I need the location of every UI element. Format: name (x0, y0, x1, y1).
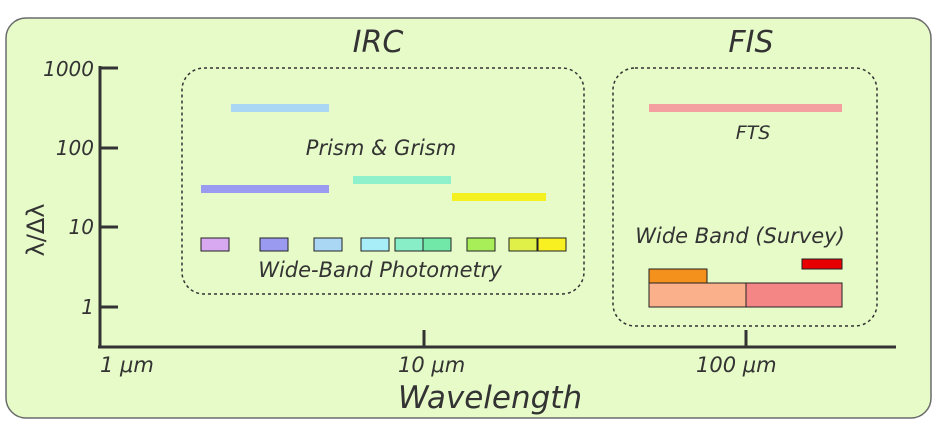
filter-box (200, 237, 230, 252)
wide-band-survey-label: Wide Band (Survey) (635, 224, 845, 248)
x-tick-label-100um: 100 μm (696, 353, 777, 377)
diagram-panel (5, 17, 932, 419)
x-tick-label-10um: 10 μm (398, 353, 465, 377)
survey-band (648, 268, 708, 284)
filter-box (313, 237, 343, 252)
grism-bar-mid (353, 176, 451, 184)
y-axis-label: λ/Δλ (22, 204, 50, 257)
filter-box (259, 237, 289, 252)
prism-bar-bottom (201, 185, 329, 193)
y-tick-label-100: 100 (56, 136, 94, 160)
filter-box (394, 237, 424, 252)
filter-box (508, 237, 538, 252)
filter-box (422, 237, 452, 252)
prism-bar-top (231, 104, 329, 112)
fts-bar (649, 104, 842, 112)
survey-band (648, 282, 747, 308)
y-tick-label-1000: 1000 (43, 57, 94, 81)
fis-group-box (612, 67, 878, 327)
survey-band (801, 258, 843, 270)
filter-box (537, 237, 567, 252)
grism-bar-right (452, 193, 546, 201)
filter-box (466, 237, 496, 252)
fis-title: FIS (728, 25, 773, 60)
survey-bands (648, 258, 843, 308)
x-tick-label-1um: 1 μm (100, 353, 154, 377)
wide-band-photometry-label: Wide-Band Photometry (258, 258, 502, 282)
fts-label: FTS (736, 122, 771, 144)
x-axis-label: Wavelength (398, 380, 582, 416)
survey-band (745, 282, 843, 308)
prism-grism-label: Prism & Grism (306, 136, 456, 160)
y-tick-label-1: 1 (81, 295, 94, 319)
photometry-filters (200, 237, 567, 252)
irc-title: IRC (353, 25, 404, 60)
filter-box (360, 237, 390, 252)
y-tick-label-10: 10 (69, 215, 94, 239)
irc-group-box (181, 67, 585, 295)
